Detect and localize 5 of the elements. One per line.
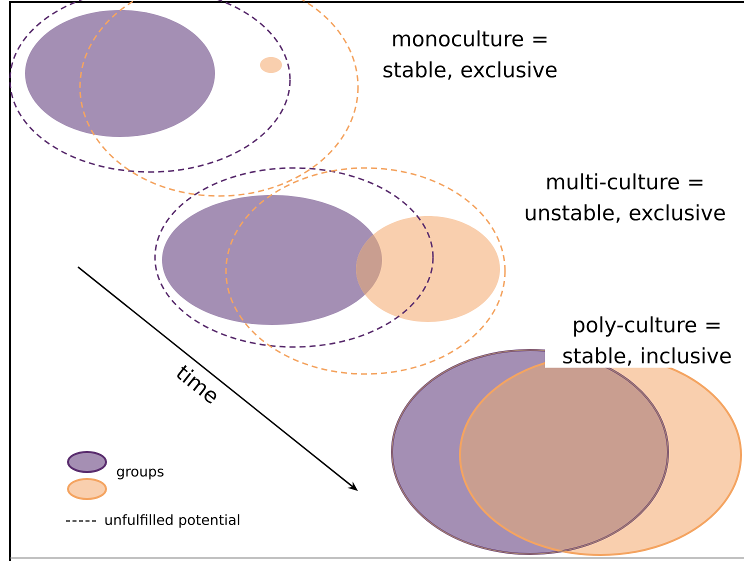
legend-label: groups bbox=[116, 468, 164, 480]
caption-text: monoculture = stable, exclusive bbox=[384, 30, 557, 80]
legend-label: unfulfilled potential bbox=[105, 514, 240, 528]
caption-text: multi-culture = unstable, exclusive bbox=[526, 173, 725, 223]
caption-text: poly-culture = stable, inclusive bbox=[545, 314, 744, 368]
